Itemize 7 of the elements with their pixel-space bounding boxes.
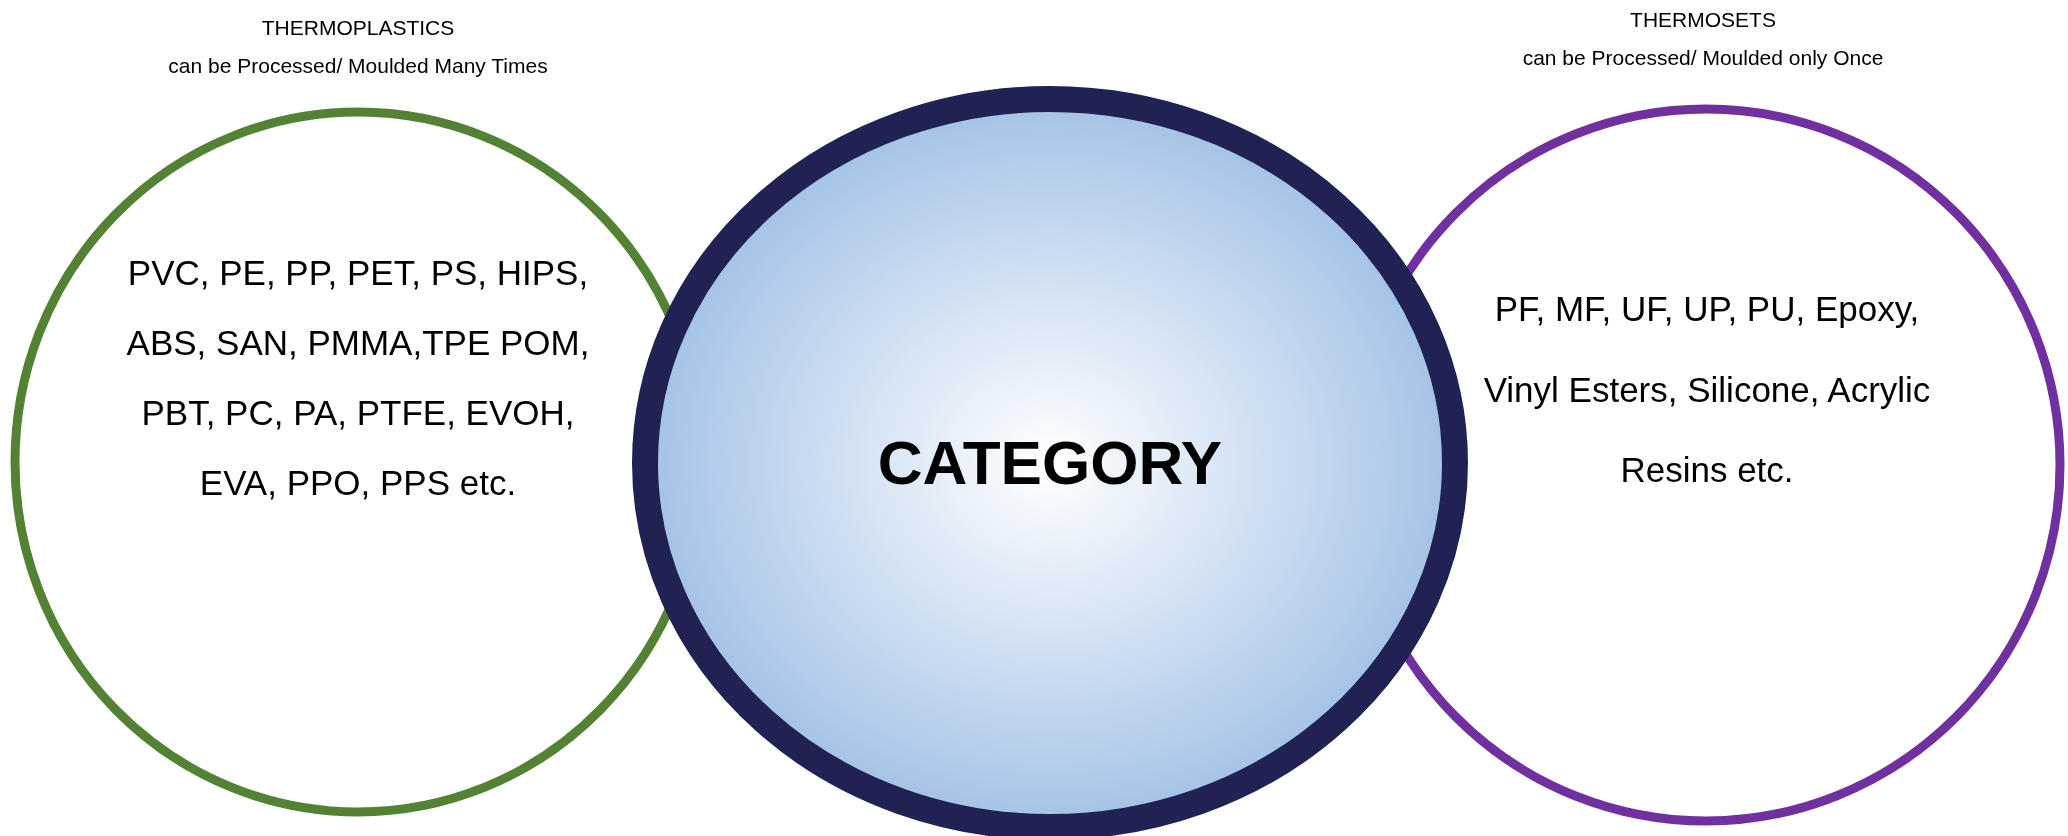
group-subheading: can be Processed/ Moulded Many Times [167,53,549,79]
polymer-list: PF, MF, UF, UP, PU, Epoxy, Vinyl Esters, Silicone, Acrylic Resins etc. [1462,269,1952,511]
center-label: CATEGORY [876,426,1224,499]
group-subheading: can be Processed/ Moulded only Once [1521,45,1885,71]
polymer-list: PVC, PE, PP, PET, PS, HIPS, ABS, SAN, PMMA,TPE POM, PBT, PC, PA, PTFE, EVOH, EVA, PPO, PPS etc. [118,238,598,518]
group-heading: THERMOSETS [1629,7,1777,33]
group-heading: THERMOPLASTICS [260,15,456,41]
